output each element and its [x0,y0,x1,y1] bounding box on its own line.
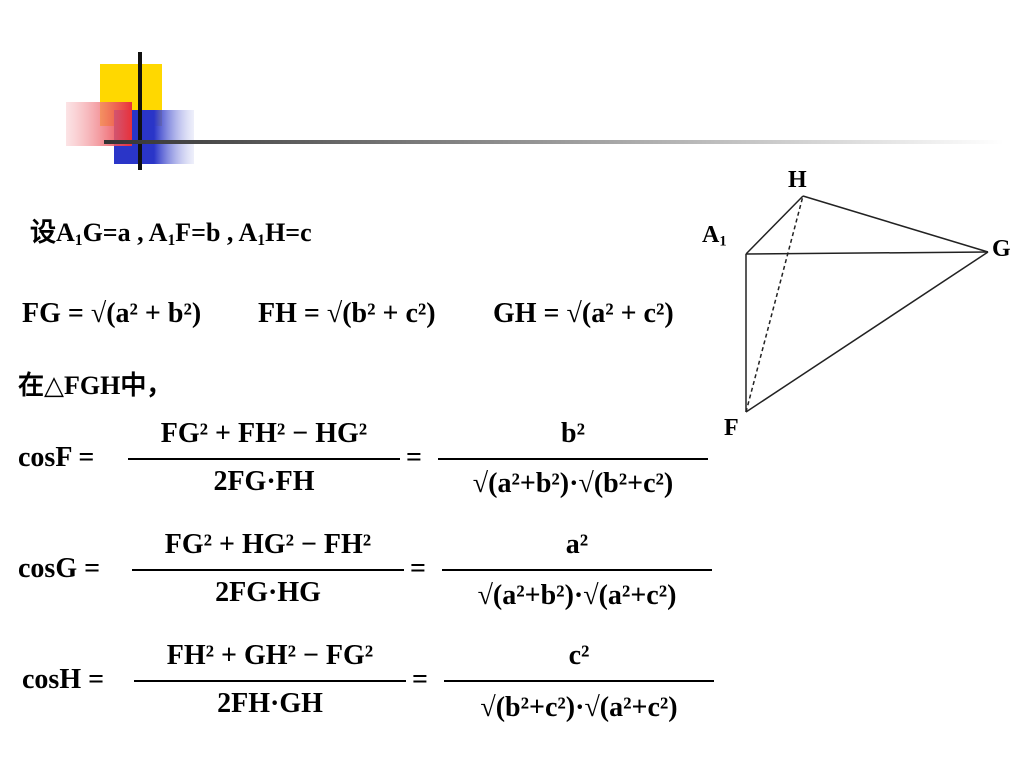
cosH-result-denominator: √(b²+c²)·√(a²+c²) [480,692,678,723]
label-G: G [992,236,1011,262]
cosF-result-numerator: b² [561,418,585,449]
cosG-result-denominator: √(a²+b²)·√(a²+c²) [477,580,677,611]
edge-A1-G [745,251,989,255]
cosF-result-denominator: √(a²+b²)·√(b²+c²) [472,468,674,499]
label-A1: A1 [702,222,727,250]
cosG-result-numerator: a² [565,529,589,560]
definition-line: 设A1G=a , A1F=b , A1H=c [30,218,312,249]
edge-A1-H [745,195,804,255]
label-H: H [788,167,807,193]
fg-equation: FG = √(a² + b²) [22,298,202,329]
triangle-line: 在△FGH中， [18,371,173,400]
edge-F-H [745,195,804,413]
cosH-result-numerator: c² [568,640,590,671]
edge-H-G [802,195,989,253]
red-square [66,102,132,146]
cosG-lhs: cosG = [18,553,101,584]
cosG-denominator: 2FG·HG [215,577,321,608]
cosG-numerator: FG² + HG² − FH² [164,529,372,560]
edge-F-G [745,251,989,413]
fh-equation: FH = √(b² + c²) [258,298,436,329]
cosF-denominator: 2FG·FH [213,466,315,497]
cosH-lhs: cosH = [22,664,105,695]
tetrahedron-figure [745,195,989,413]
label-F: F [724,415,739,441]
cosH-numerator: FH² + GH² − FG² [166,640,374,671]
title-decoration [66,52,1004,170]
cosF-lhs: cosF = [18,442,95,473]
cosH-denominator: 2FH·GH [217,688,323,719]
cosF-numerator: FG² + FH² − HG² [160,418,368,449]
gh-equation: GH = √(a² + c²) [493,298,674,329]
